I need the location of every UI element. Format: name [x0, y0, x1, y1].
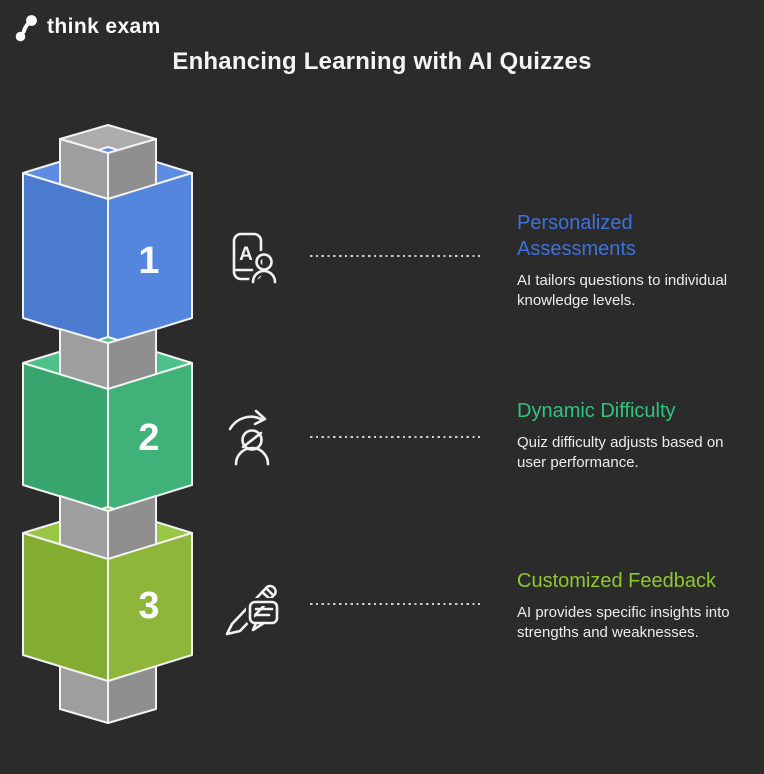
cube-number-1: 1 [138, 240, 159, 282]
step-1-text: Personalized Assessments AI tailors ques… [517, 210, 757, 311]
dotted-connector [310, 436, 480, 439]
cube-step-2: 2 [22, 328, 193, 512]
cube-number-2: 2 [138, 417, 159, 459]
step-3-heading: Customized Feedback [517, 570, 716, 592]
gauge-person-icon [224, 406, 288, 475]
svg-text:A: A [239, 244, 253, 265]
step-1-description: AI tailors questions to individual knowl… [517, 272, 728, 309]
step-3-text: Customized Feedback AI provides specific… [517, 568, 757, 643]
dotted-connector [310, 255, 480, 258]
step-3-description: AI provides specific insights into stren… [517, 604, 730, 641]
cube-number-3: 3 [138, 585, 159, 627]
pencil-feedback-icon [222, 572, 286, 641]
step-2-text: Dynamic Difficulty Quiz difficulty adjus… [517, 398, 757, 473]
brand-logo: think exam [13, 11, 161, 43]
dotted-connector [310, 603, 480, 606]
two-dots-comma-icon [13, 11, 40, 43]
page-title: Enhancing Learning with AI Quizzes [172, 48, 592, 75]
assessment-card-person-icon: A [228, 224, 292, 293]
step-1-heading: Personalized Assessments [517, 212, 636, 260]
cube-step-3: 3 [22, 495, 193, 682]
step-2-heading: Dynamic Difficulty [517, 400, 676, 422]
brand-name: think exam [47, 15, 161, 38]
cube-step-1: 1 [22, 138, 193, 345]
step-2-description: Quiz difficulty adjusts based on user pe… [517, 434, 724, 471]
cube-column-graphic: 1 2 3 [22, 124, 193, 724]
